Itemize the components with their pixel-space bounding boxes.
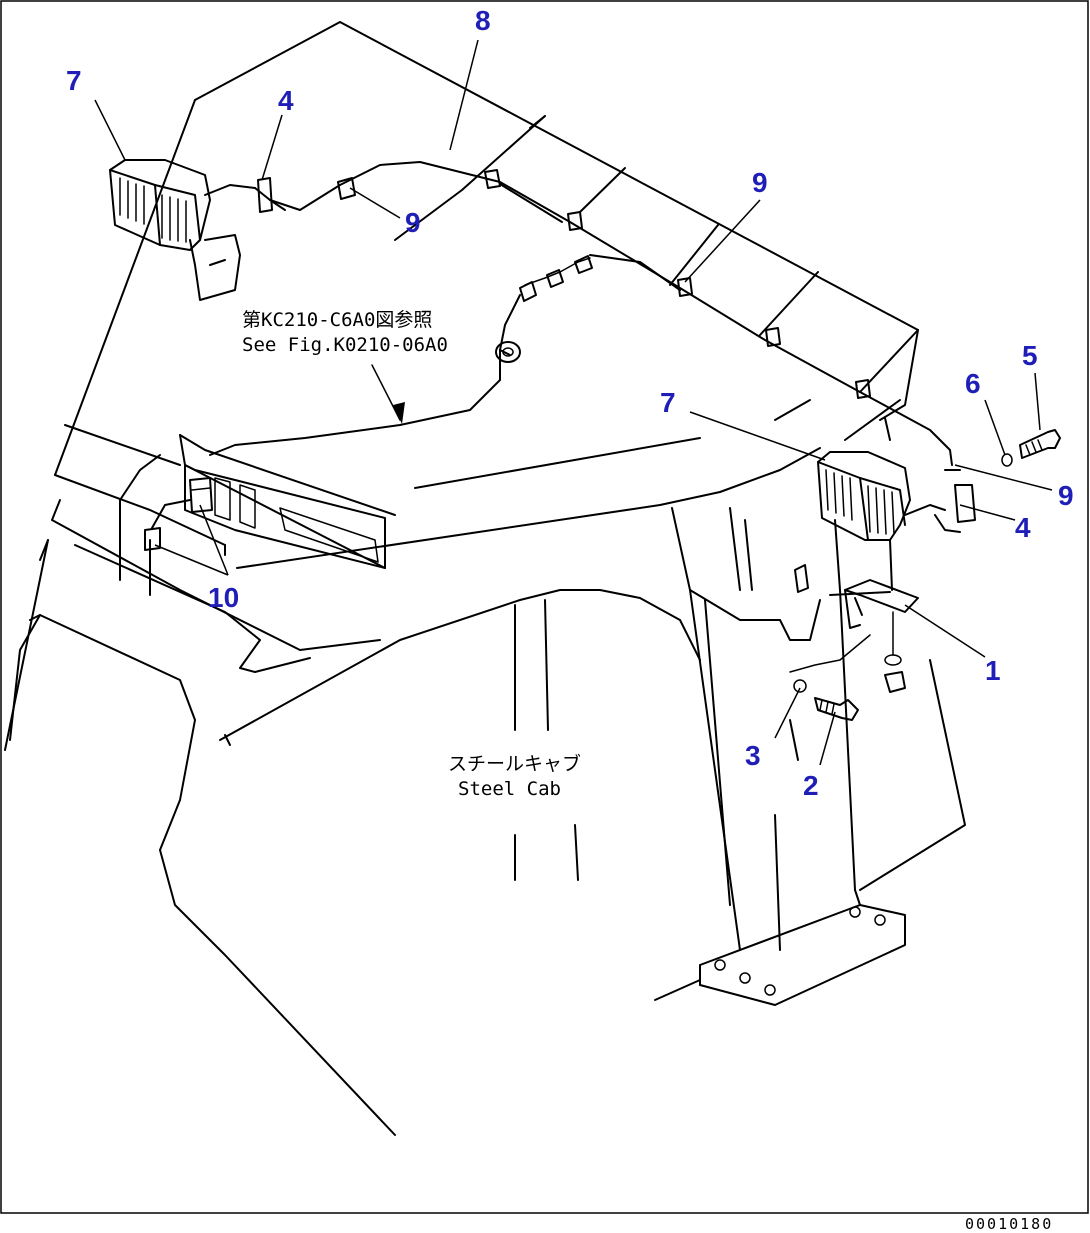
text-labels: 第KC210-C6A0図参照 See Fig.K0210-06A0 スチールキャ…	[242, 309, 1053, 1233]
wiring-harness	[144, 161, 953, 551]
callout-7-left: 7	[66, 65, 82, 96]
callout-7-right: 7	[660, 387, 676, 418]
reference-note-jp: 第KC210-C6A0図参照	[242, 309, 432, 331]
work-lamp-right	[817, 451, 946, 591]
cab-label-jp: スチールキャブ	[448, 752, 581, 775]
callout-1: 1	[985, 655, 1001, 686]
callout-9-left: 9	[405, 207, 421, 238]
work-lamp-left	[109, 159, 256, 301]
callout-10: 10	[208, 582, 239, 613]
callout-5: 5	[1022, 340, 1038, 371]
bolts-and-washers	[789, 429, 1061, 721]
cab-pillar	[654, 507, 966, 1006]
callout-9-middle: 9	[752, 167, 768, 198]
cab-roof	[54, 21, 919, 569]
callout-4-left: 4	[278, 85, 294, 116]
callout-9-right: 9	[1058, 480, 1074, 511]
callout-4-right: 4	[1015, 512, 1031, 543]
drawing-number: 00010180	[965, 1215, 1053, 1233]
callout-numbers: 7 4 8 9 9 7 6 5 9 4 1 10 3 2	[66, 5, 1074, 801]
cab-label-en: Steel Cab	[458, 778, 561, 800]
lamp-brackets	[257, 177, 976, 693]
callout-6: 6	[965, 368, 981, 399]
cab-body	[4, 454, 701, 1136]
callout-2: 2	[803, 770, 819, 801]
reference-note-en: See Fig.K0210-06A0	[242, 334, 448, 356]
callout-3: 3	[745, 740, 761, 771]
callout-8: 8	[475, 5, 491, 36]
leader-lines	[94, 39, 1053, 766]
